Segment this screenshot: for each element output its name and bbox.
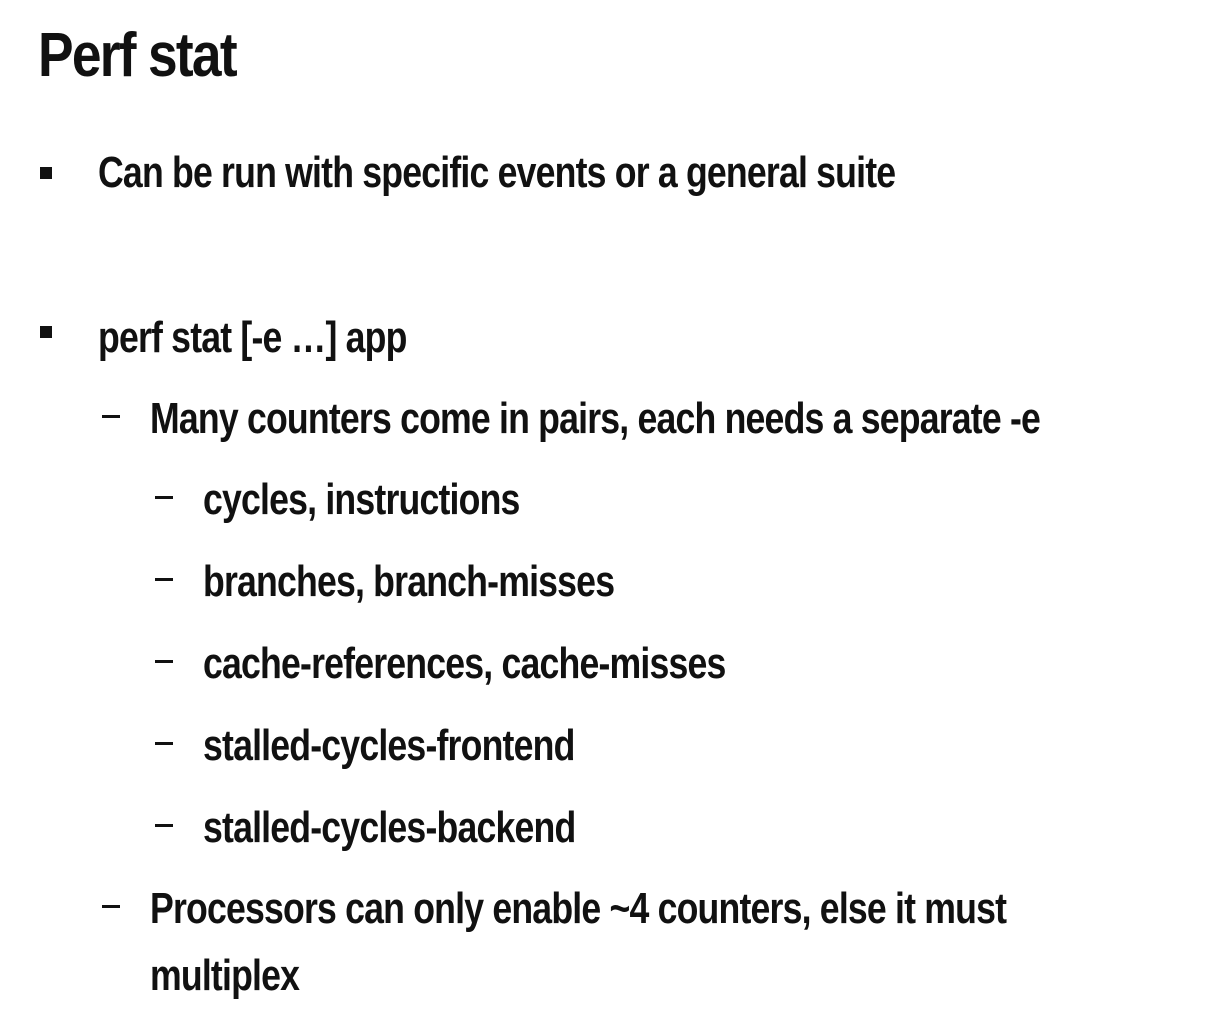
dash-marker — [155, 660, 173, 663]
subitem-counters-pairs: Many counters come in pairs, each needs … — [150, 394, 1041, 443]
bullet-marker — [40, 326, 52, 338]
event-cache: cache-references, cache-misses — [203, 639, 726, 688]
dash-marker — [102, 415, 120, 418]
subitem-processors-line2: multiplex — [150, 951, 300, 1000]
dash-marker — [155, 824, 173, 827]
event-cycles-instructions: cycles, instructions — [203, 475, 520, 524]
bullet-2-text: perf stat [-e …] app — [98, 313, 407, 362]
dash-marker — [102, 905, 120, 908]
dash-marker — [155, 496, 173, 499]
bullet-marker — [40, 167, 52, 179]
event-stalled-frontend: stalled-cycles-frontend — [203, 721, 575, 770]
dash-marker — [155, 742, 173, 745]
dash-marker — [155, 578, 173, 581]
event-stalled-backend: stalled-cycles-backend — [203, 803, 576, 852]
bullet-1-text: Can be run with specific events or a gen… — [98, 148, 896, 197]
slide-title: Perf stat — [38, 21, 238, 90]
event-branches: branches, branch-misses — [203, 557, 615, 606]
subitem-processors-line1: Processors can only enable ~4 counters, … — [150, 884, 1007, 933]
